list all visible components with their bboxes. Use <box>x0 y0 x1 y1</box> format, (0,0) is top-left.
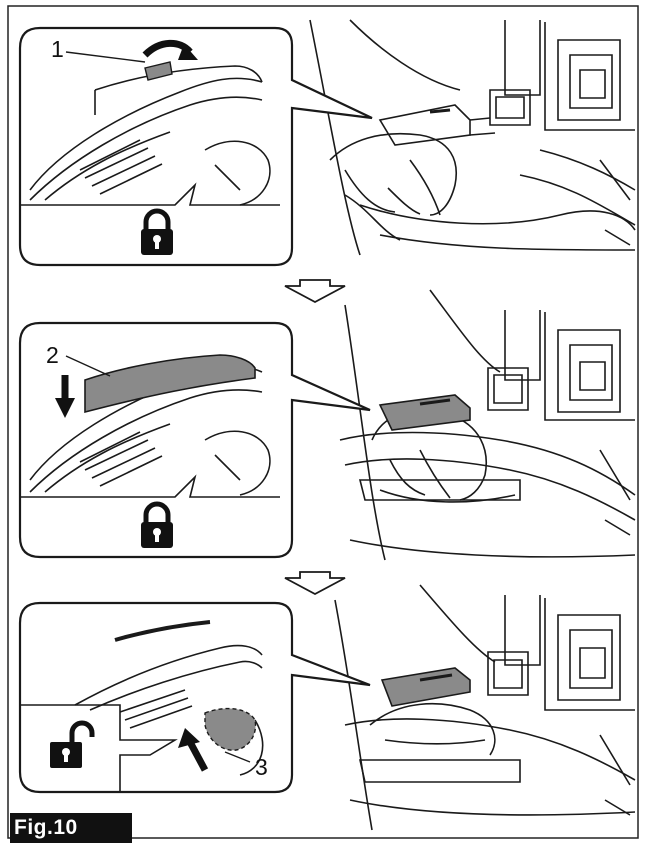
release-lever-3 <box>204 707 257 751</box>
outer-frame <box>7 5 639 839</box>
callout-1: 1 <box>51 36 64 62</box>
push-up-arrow-icon <box>178 728 200 748</box>
press-down-arrow-icon <box>55 398 75 418</box>
scene-step-3 <box>334 584 636 831</box>
down-arrow-icon <box>284 571 346 596</box>
scene-step-1 <box>309 19 636 256</box>
detail-box-step-3 <box>18 601 371 794</box>
release-lever-2 <box>84 354 256 414</box>
release-lever-1 <box>144 61 173 81</box>
callout-3: 3 <box>255 754 268 780</box>
scene-step-2 <box>339 289 636 561</box>
detail-box-step-2 <box>18 321 371 559</box>
down-arrow-icon <box>284 279 346 304</box>
callout-2: 2 <box>46 342 59 368</box>
figure-label: Fig.10 <box>10 813 132 843</box>
detail-box-step-1 <box>18 26 373 267</box>
